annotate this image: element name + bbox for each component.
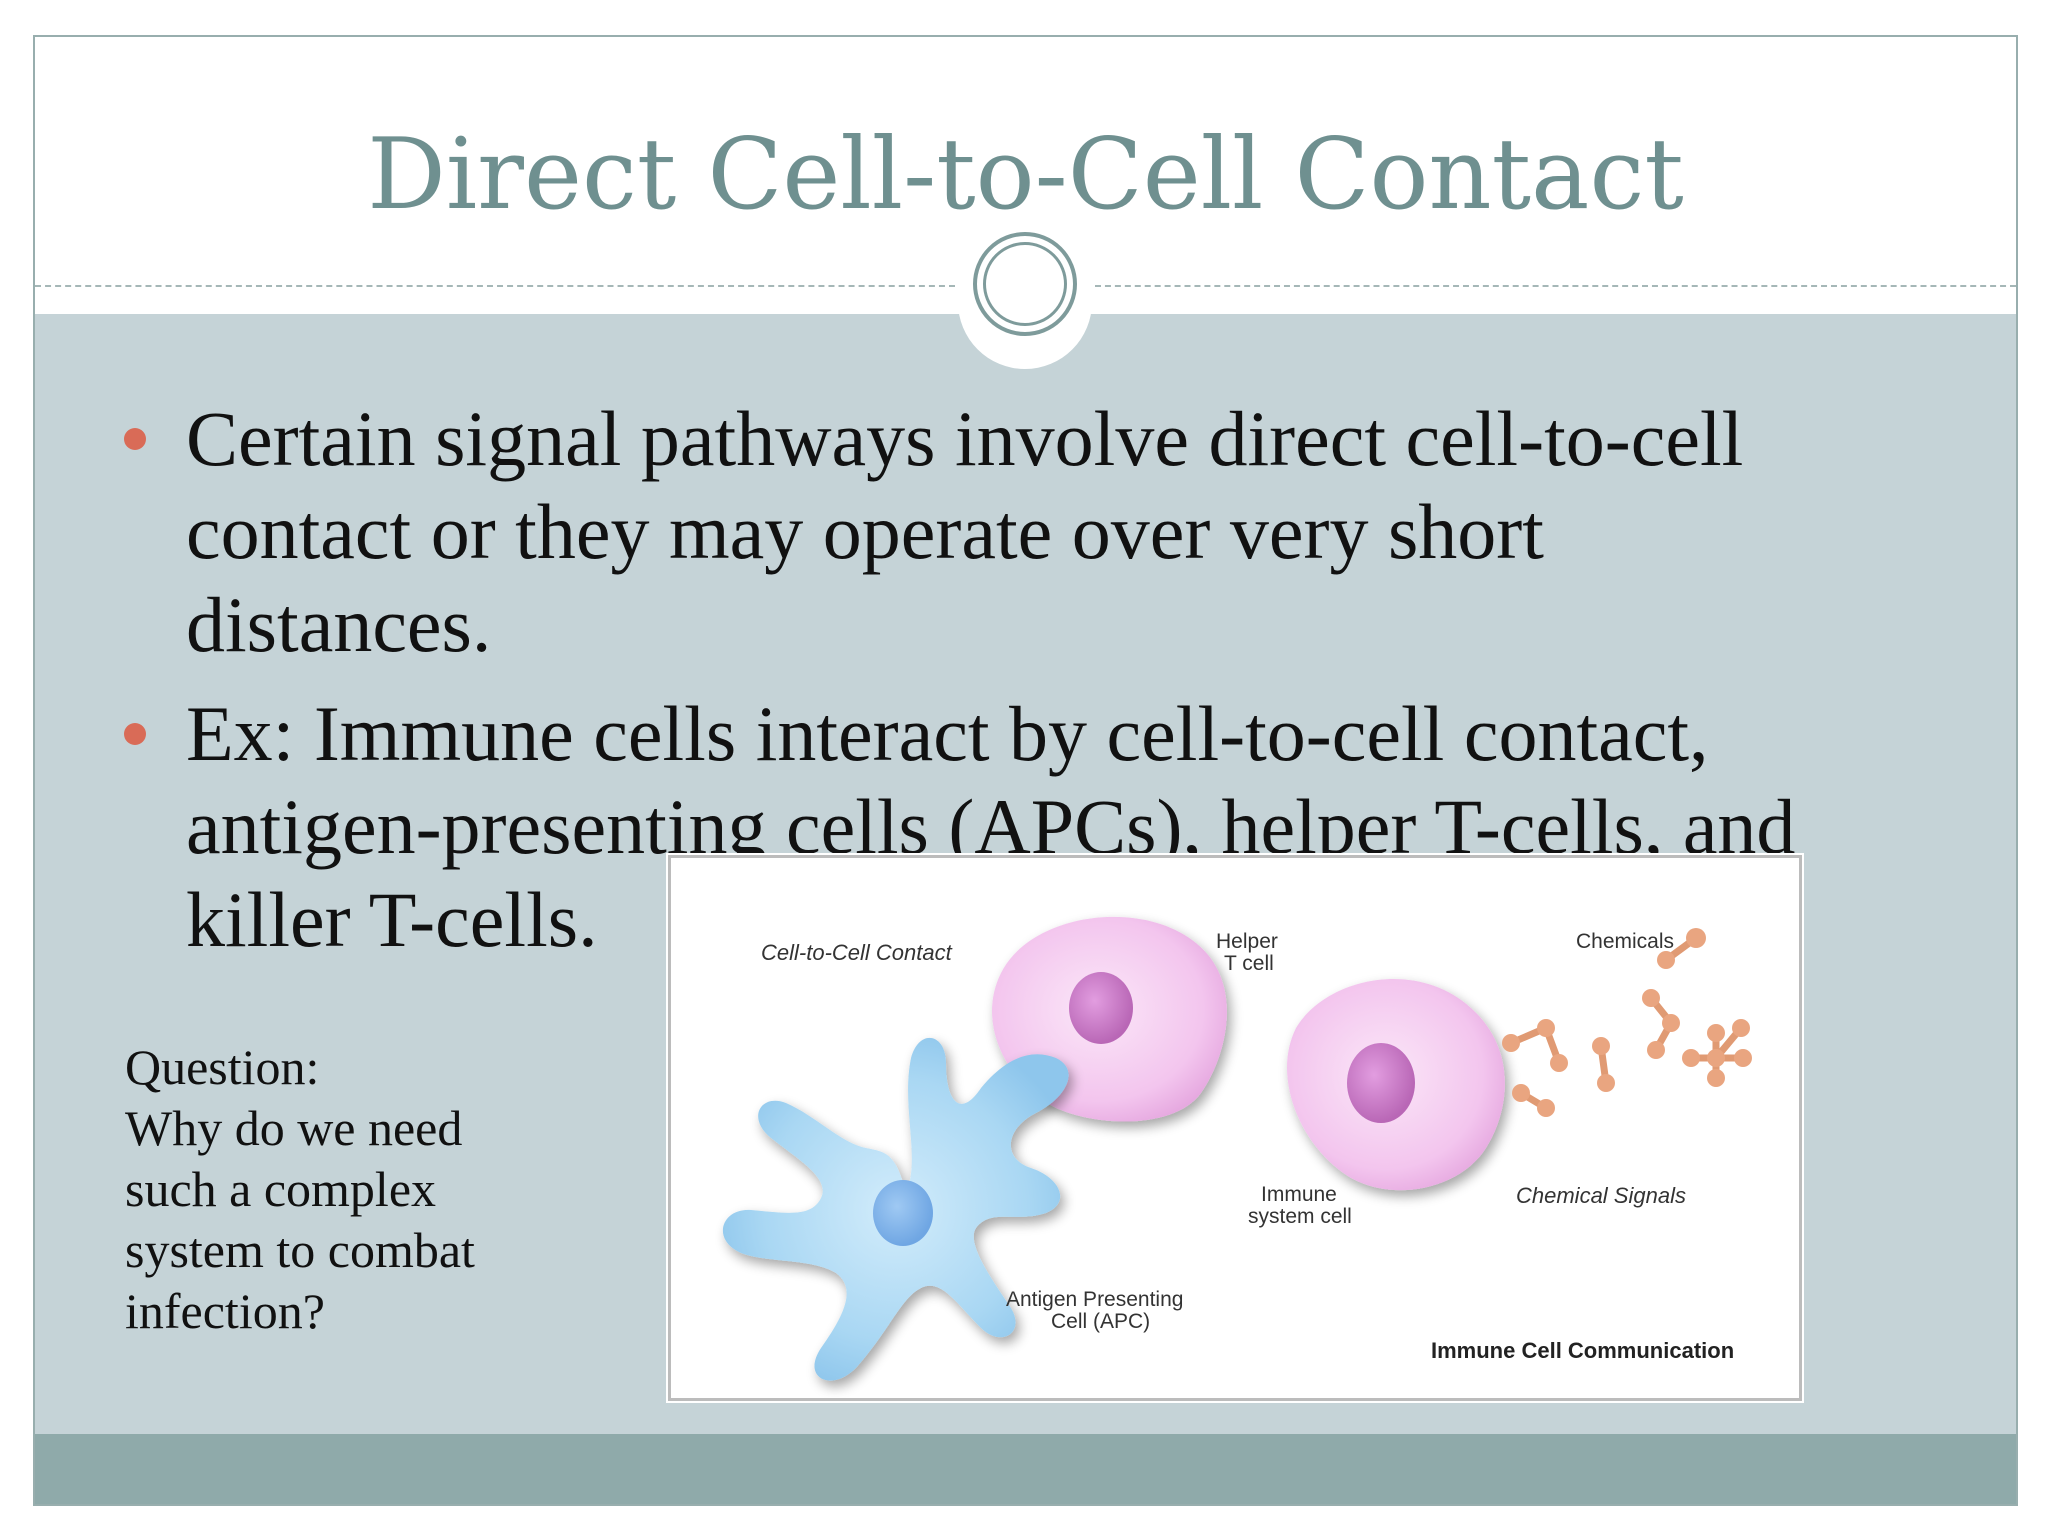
label-apc-line2: Cell (APC) bbox=[1051, 1310, 1150, 1333]
slide-title: Direct Cell-to-Cell Contact bbox=[367, 118, 1684, 232]
figure-caption: Immune Cell Communication bbox=[1431, 1338, 1734, 1363]
bullet-line: distances. bbox=[186, 581, 492, 668]
chemical-atoms bbox=[1502, 928, 1752, 1117]
bullet-item: Certain signal pathways involve direct c… bbox=[120, 392, 1980, 671]
apc-nucleus bbox=[873, 1180, 933, 1246]
question-line: Question: bbox=[125, 1039, 320, 1095]
bullet-line: contact or they may operate over very sh… bbox=[186, 488, 1544, 575]
immune-cell-illustration: Cell-to-Cell Contact Helper T cell Chemi… bbox=[722, 916, 1752, 1381]
question-line: Why do we need bbox=[125, 1100, 463, 1156]
bullet-line: Ex: Immune cells interact by cell-to-cel… bbox=[186, 690, 1709, 777]
bullet-dot-icon bbox=[124, 723, 146, 745]
bullet-dot-icon bbox=[124, 428, 146, 450]
label-cell-to-cell-contact: Cell-to-Cell Contact bbox=[761, 940, 953, 965]
bullet-line: killer T-cells. bbox=[186, 876, 598, 963]
question-line: such a complex bbox=[125, 1161, 437, 1217]
bullet-line: Certain signal pathways involve direct c… bbox=[186, 395, 1744, 482]
bullet-list: Certain signal pathways involve direct c… bbox=[120, 392, 1980, 966]
question-line: system to combat bbox=[125, 1222, 475, 1278]
label-chemicals: Chemicals bbox=[1576, 930, 1674, 953]
label-helper-t-cell-line2: T cell bbox=[1224, 952, 1274, 975]
title-divider-left bbox=[35, 285, 955, 287]
bullet-item: Ex: Immune cells interact by cell-to-cel… bbox=[120, 687, 1980, 966]
question-text: Question: Why do we need such a complex … bbox=[125, 1037, 625, 1342]
label-helper-t-cell-line1: Helper bbox=[1216, 930, 1278, 953]
question-line: infection? bbox=[125, 1283, 325, 1339]
label-chemical-signals: Chemical Signals bbox=[1516, 1183, 1686, 1208]
divider-circle-ornament bbox=[973, 232, 1077, 336]
title-divider-right bbox=[1095, 285, 2016, 287]
label-immune-cell-line2: system cell bbox=[1248, 1205, 1352, 1228]
immune-cell-figure: Cell-to-Cell Contact Helper T cell Chemi… bbox=[666, 853, 1804, 1403]
helper-t-cell-nucleus bbox=[1069, 972, 1133, 1044]
label-apc-line1: Antigen Presenting bbox=[1006, 1288, 1183, 1311]
immune-cell-nucleus bbox=[1347, 1043, 1415, 1123]
slide: Direct Cell-to-Cell Contact Certain sign… bbox=[33, 35, 2018, 1506]
label-immune-cell-line1: Immune bbox=[1261, 1183, 1337, 1206]
footer-bar bbox=[35, 1434, 2016, 1504]
